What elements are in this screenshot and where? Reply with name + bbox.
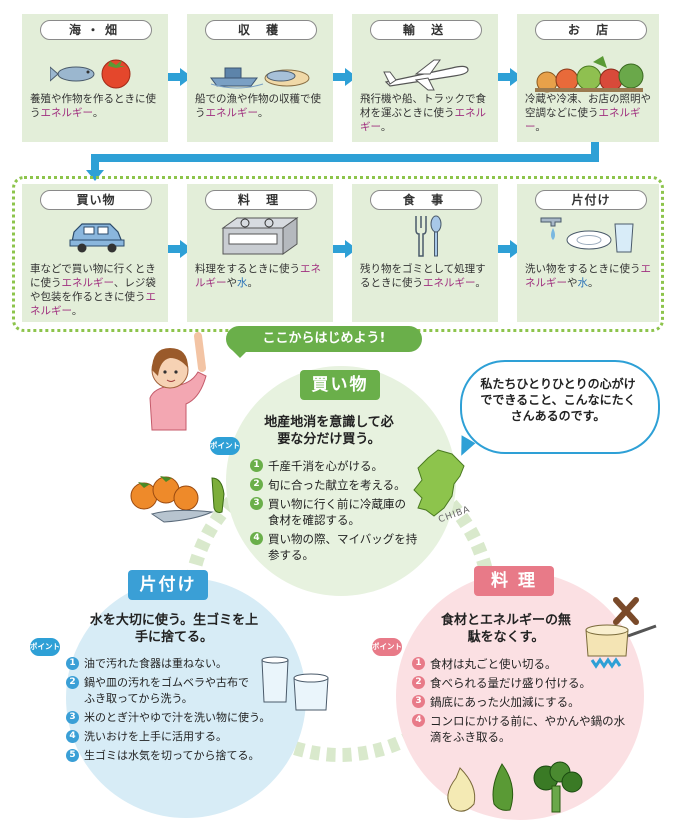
card-text: 養殖や作物を作るときに使うエネルギー。 — [30, 93, 156, 119]
card-title: 輸 送 — [370, 20, 482, 40]
number-badge: 3 — [250, 497, 263, 510]
airplane-icon — [383, 59, 469, 91]
number-badge: 2 — [66, 676, 79, 689]
cleanup-heading: 水を大切に使う。生ゴミを上手に捨てる。 — [89, 613, 259, 645]
number-badge: 4 — [250, 532, 263, 545]
flow-card-transport: 輸 送 飛行機や船、トラックで食材を運ぶときに使うエネルギー。 — [352, 14, 498, 142]
onion-spinach-broccoli-icon — [447, 761, 583, 813]
card-title: 買い物 — [40, 190, 152, 210]
card-title: 海・畑 — [40, 20, 152, 40]
connector-line — [91, 154, 599, 162]
vegetables-icon — [535, 56, 644, 93]
point-badge: ポイント — [210, 437, 240, 455]
number-badge: 2 — [250, 478, 263, 491]
start-banner-tail — [230, 348, 250, 358]
card-text: 車などで買い物に行くときに使うエネルギー、レジ袋や包装を作るときに使うエネルギー… — [30, 263, 156, 317]
cups-icon — [261, 656, 329, 711]
faucet-dishes-icon — [540, 217, 634, 253]
number-badge: 2 — [412, 676, 425, 689]
down-arrow-icon — [86, 170, 104, 181]
flow-card-sea-field: 海・畑 養殖や作物を作るときに使うエネルギー。 — [22, 14, 168, 142]
flow-card-meal: 食 事 残り物をゴミとして処理するときに使うエネルギー。 — [352, 184, 498, 322]
number-badge: 3 — [66, 711, 79, 724]
fish-tomato-icon — [50, 59, 131, 89]
flow-card-store: お 店 冷蔵や冷凍、お店の照明や空調などに使うエネルギー。 — [517, 14, 659, 142]
card-title: 片付け — [535, 190, 647, 210]
number-badge: 1 — [250, 459, 263, 472]
number-badge: 5 — [66, 749, 79, 762]
number-badge: 4 — [66, 730, 79, 743]
card-text: 船での漁や作物の収穫で使うエネルギー。 — [195, 93, 321, 119]
point-badge: ポイント — [30, 638, 60, 656]
stove-icon — [221, 217, 299, 255]
speech-text: 私たちひとりひとりの心がけでできること、こんなにたくさんあるのです。 — [480, 377, 636, 423]
card-text: 残り物をゴミとして処理するときに使うエネルギー。 — [360, 263, 486, 289]
number-badge: 3 — [412, 695, 425, 708]
card-title: お 店 — [535, 20, 647, 40]
chiba-map-icon — [413, 449, 465, 517]
card-title: 収 穫 — [205, 20, 317, 40]
connector-line — [91, 154, 99, 172]
cooking-title: 料 理 — [474, 566, 554, 596]
cutlery-icon — [415, 215, 442, 257]
card-text: 飛行機や船、トラックで食材を運ぶときに使うエネルギー。 — [360, 93, 486, 133]
card-title: 食 事 — [370, 190, 482, 210]
car-icon — [69, 223, 125, 253]
cleanup-title: 片付け — [128, 570, 208, 600]
speech-bubble — [460, 360, 660, 454]
number-badge: 1 — [412, 657, 425, 670]
flow-card-cleanup: 片付け 洗い物をするときに使うエネルギーや水。 — [517, 184, 659, 322]
persimmons-cucumber-icon — [130, 476, 225, 523]
cooking-circle — [396, 572, 644, 820]
shopping-heading: 地産地消を意識して必要な分だけ買う。 — [264, 415, 394, 447]
boat-fish-icon — [210, 67, 310, 89]
card-title: 料 理 — [205, 190, 317, 210]
flow-card-harvest: 収 穫 船での漁や作物の収穫で使うエネルギー。 — [187, 14, 333, 142]
number-badge: 1 — [66, 657, 79, 670]
pot-burner-icon — [585, 597, 657, 669]
card-text: 冷蔵や冷凍、お店の照明や空調などに使うエネルギー。 — [525, 93, 651, 133]
card-text: 洗い物をするときに使うエネルギーや水。 — [525, 263, 651, 289]
connector-line — [591, 142, 599, 160]
start-banner: ここからはじめよう! — [226, 326, 422, 352]
flow-card-cooking: 料 理 料理をするときに使うエネルギーや水。 — [187, 184, 333, 322]
card-text: 料理をするときに使うエネルギーや水。 — [195, 263, 321, 289]
flow-card-shopping: 買い物 車などで買い物に行くときに使うエネルギー、レジ袋や包装を作るときに使うエ… — [22, 184, 168, 322]
girl-pointing-icon — [149, 332, 207, 431]
shopping-title: 買い物 — [300, 370, 380, 400]
point-badge: ポイント — [372, 638, 402, 656]
shopping-circle — [226, 366, 456, 596]
cooking-heading: 食材とエネルギーの無駄をなくす。 — [440, 613, 571, 645]
number-badge: 4 — [412, 714, 425, 727]
